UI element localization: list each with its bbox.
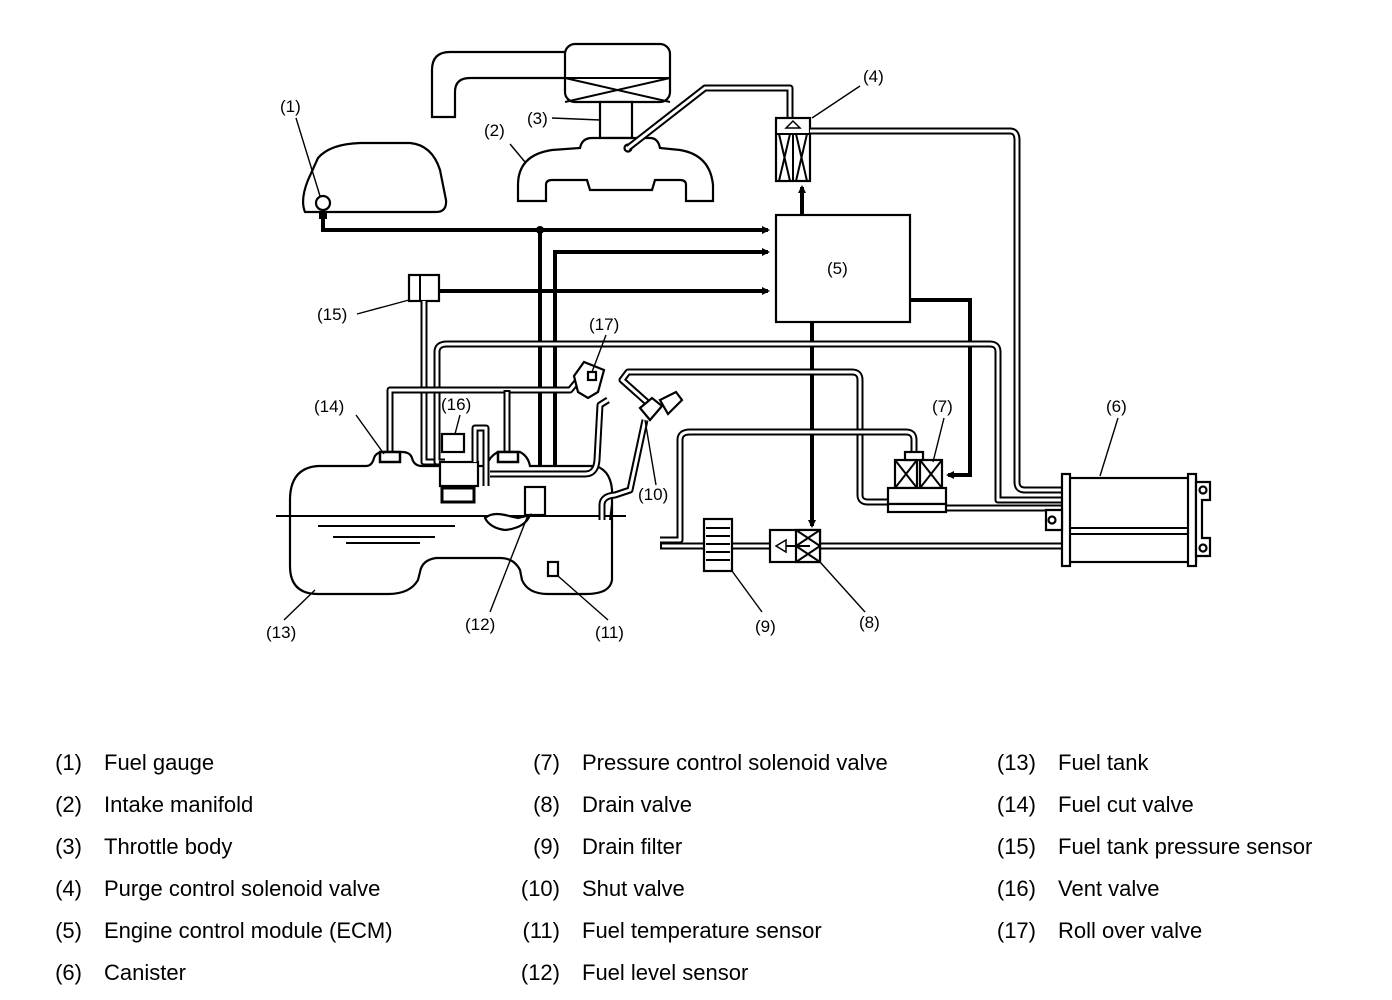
callout-2: (2) [484, 121, 505, 140]
parts-legend: (1)Fuel gauge (2)Intake manifold (3)Thro… [55, 750, 1313, 985]
canister [1044, 472, 1212, 568]
callout-13: (13) [266, 623, 296, 642]
drain-valve [768, 528, 822, 564]
callout-1: (1) [280, 97, 301, 116]
callout-9: (9) [755, 617, 776, 636]
shut-valve-line [618, 368, 890, 506]
shut-valve [638, 390, 684, 422]
drain-loop-line [660, 428, 918, 544]
fuel-cut-valve-left [378, 450, 402, 464]
fuel-level-sensor [483, 485, 547, 532]
purge-line [625, 84, 794, 151]
fuel-cut-valve-right [496, 450, 520, 464]
callout-15: (15) [317, 305, 347, 324]
air-intake-duct [430, 50, 569, 119]
callout-12: (12) [465, 615, 495, 634]
vent-line [433, 340, 1062, 504]
callout-15-16: (16) [441, 395, 471, 414]
air-cleaner [563, 42, 672, 104]
roll-over-valve [572, 360, 606, 400]
signal-wires [321, 219, 770, 522]
drain-filter [702, 517, 734, 573]
fuel-temperature-sensor [546, 560, 560, 578]
instrument-cluster [301, 141, 448, 214]
fuel-gauge [314, 194, 332, 219]
callout-4: (4) [863, 67, 884, 86]
leader-lines [283, 85, 1119, 621]
ecm-to-pcsv-signal [910, 298, 972, 479]
purge-to-canister-line [810, 127, 1062, 494]
throttle-body [598, 100, 634, 140]
evap-system-diagram: (1) (2) (3) (4) (5) (6) (7) (8) (9) (10)… [266, 42, 1212, 642]
callout-6: (6) [1106, 397, 1127, 416]
callout-11: (11) [595, 623, 624, 642]
filler-neck [598, 419, 649, 521]
intake-manifold [516, 136, 715, 203]
callout-3: (3) [527, 109, 548, 128]
callout-10: (10) [638, 485, 668, 504]
callout-17: (17) [589, 315, 619, 334]
pressure-control-solenoid-valve [886, 450, 948, 514]
ecm-box [774, 213, 912, 324]
callout-5: (5) [827, 259, 848, 278]
callout-14: (14) [314, 397, 344, 416]
purge-control-solenoid-valve [774, 116, 812, 183]
callout-7: (7) [932, 397, 953, 416]
vent-valve [438, 397, 610, 504]
callout-8: (8) [859, 613, 880, 632]
